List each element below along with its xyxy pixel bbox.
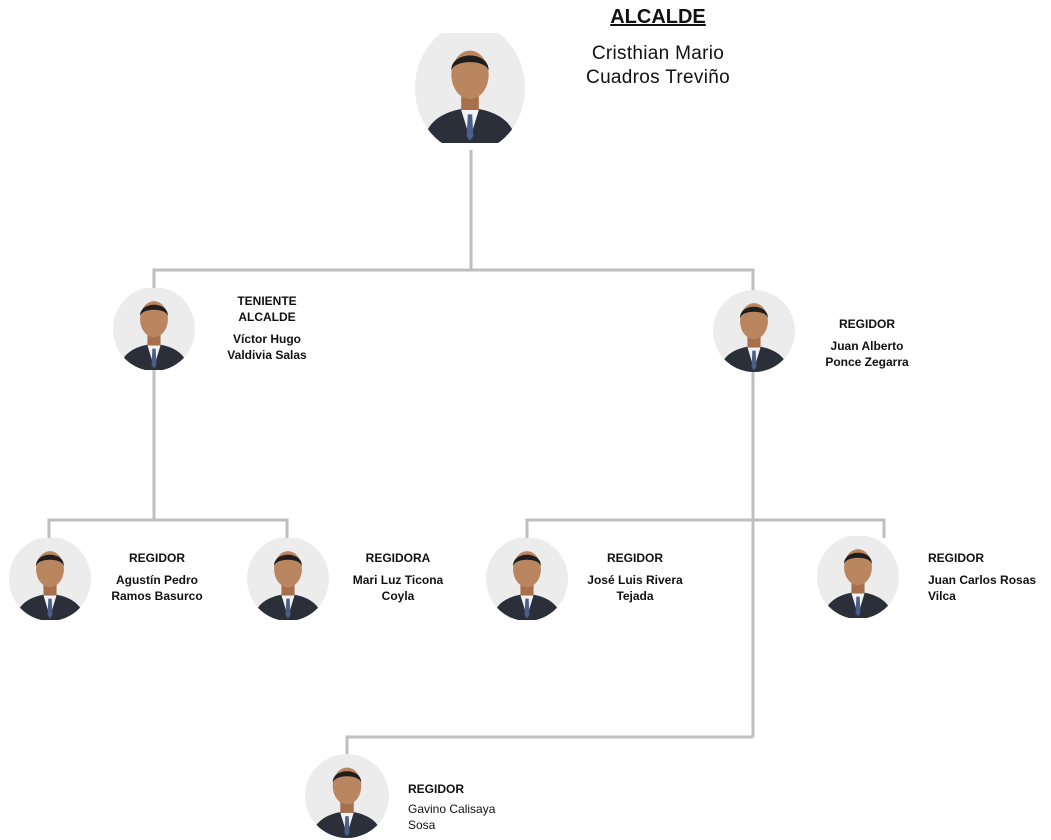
gavino-photo [305,754,389,838]
jose-luis-label: REGIDOR José Luis Rivera Tejada [575,550,695,604]
mari-luz-name-line2: Coyla [381,589,415,603]
teniente-alcalde-name-line1: Víctor Hugo [233,332,301,346]
juan-alberto-photo [713,290,795,372]
gavino-name-line2: Sosa [408,818,436,832]
juan-carlos-label: REGIDOR Juan Carlos Rosas Vilca [928,550,1050,604]
teniente-alcalde-name-line2: Valdivia Salas [227,348,307,362]
juan-alberto-name-line1: Juan Alberto [830,339,904,353]
mayor-role-title: ALCALDE [610,6,706,28]
agustin-pedro-label: REGIDOR Agustín Pedro Ramos Basurco [98,550,216,604]
mari-luz-name-line1: Mari Luz Ticona [352,573,444,587]
teniente-alcalde-photo [113,287,195,371]
agustin-pedro-photo [9,537,91,621]
mayor-name-line1: Cristhian Mario [591,43,725,64]
jose-luis-portrait [486,537,568,621]
gavino-portrait [305,754,389,838]
agustin-pedro-role: REGIDOR [128,551,185,565]
teniente-alcalde-role-line1: TENIENTE [237,294,297,308]
jose-luis-name-line1: José Luis Rivera [587,573,683,587]
juan-alberto-role: REGIDOR [838,317,895,331]
teniente-alcalde-role-line2: ALCALDE [238,310,296,324]
juan-carlos-portrait [817,535,899,619]
jose-luis-photo [486,537,568,621]
mayor-name-line2: Cuadros Treviño [586,67,730,88]
jose-luis-role: REGIDOR [606,551,663,565]
connector-left-horizontal [47,518,289,538]
juan-alberto-portrait [713,290,795,372]
teniente-alcalde-portrait [113,287,195,371]
gavino-label: REGIDOR Gavino Calisaya Sosa [408,781,548,833]
juan-alberto-name-line2: Ponce Zegarra [825,355,909,369]
mayor-portrait [415,24,525,152]
juan-carlos-name-line2: Vilca [928,589,956,603]
juan-carlos-role: REGIDOR [928,551,985,565]
connector-right-horizontal [525,518,886,538]
juan-carlos-name-line1: Juan Carlos Rosas [928,573,1037,587]
juan-alberto-label: REGIDOR Juan Alberto Ponce Zegarra [808,316,926,370]
teniente-alcalde-label: TENIENTE ALCALDE Víctor Hugo Valdivia Sa… [208,293,326,363]
mari-luz-portrait [247,537,329,621]
mari-luz-label: REGIDORA Mari Luz Ticona Coyla [338,550,458,604]
agustin-pedro-name-line1: Agustín Pedro [115,573,198,587]
connector-lines [47,150,886,755]
mari-luz-photo [247,537,329,621]
mayor-photo [415,24,525,152]
mayor-name: Cristhian Mario Cuadros Treviño [560,42,756,90]
mari-luz-role: REGIDORA [365,551,431,565]
jose-luis-name-line2: Tejada [616,589,654,603]
agustin-pedro-portrait [9,537,91,621]
gavino-role: REGIDOR [408,782,465,796]
connector-top-horizontal [152,268,755,292]
connector-bottom-horizontal [345,735,753,755]
gavino-name-line1: Gavino Calisaya [408,802,496,816]
juan-carlos-photo [817,535,899,619]
agustin-pedro-name-line2: Ramos Basurco [111,589,203,603]
